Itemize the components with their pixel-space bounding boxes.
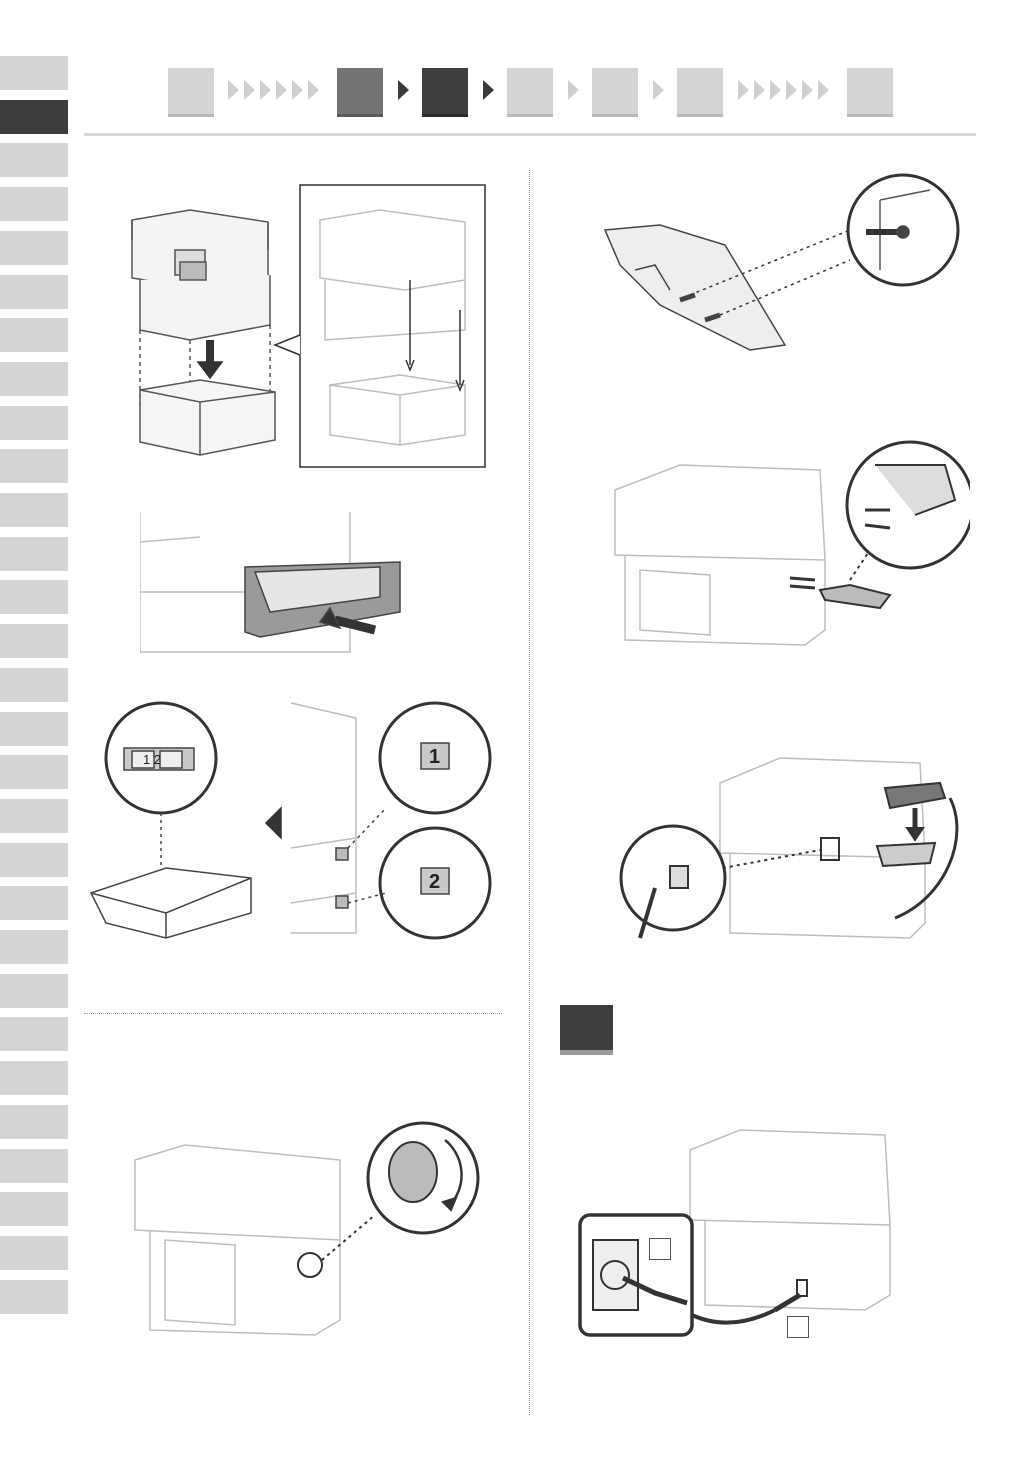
header-rule [84,133,976,136]
arrow-icon [818,80,829,100]
arrow-icon [653,80,664,100]
side-tab-20 [0,886,68,920]
progress-step-3 [422,68,468,117]
side-tab-3 [0,143,68,177]
side-tab-22 [0,974,68,1008]
side-tab-10 [0,449,68,483]
column-divider [529,170,530,1415]
arrow-icon [228,80,239,100]
progress-step-4 [507,68,553,117]
step-badge [560,1005,613,1055]
side-tab-4 [0,187,68,221]
progress-step-1 [168,68,214,117]
side-tab-26 [0,1149,68,1183]
progress-step-7 [847,68,893,117]
side-tab-25 [0,1105,68,1139]
arrow-icon [398,80,409,100]
side-tab-23 [0,1017,68,1051]
progress-arrows-6 [738,80,829,100]
side-tab-15 [0,668,68,702]
arrow-icon [754,80,765,100]
illustration-tray-stickers: 1 2 1 2 [86,698,501,943]
progress-arrows-2 [398,80,409,100]
side-tab-11 [0,493,68,527]
side-tab-7 [0,318,68,352]
illustration-insert-drawer [140,512,410,654]
side-tab-13 [0,580,68,614]
progress-arrows-5 [653,80,664,100]
tray-number-1: 1 [429,746,440,768]
side-tab-12 [0,537,68,571]
label-box-b [787,1316,809,1338]
arrow-icon [770,80,781,100]
side-tab-6 [0,275,68,309]
arrow-icon [786,80,797,100]
arrow-icon [738,80,749,100]
arrow-icon [244,80,255,100]
side-tab-5 [0,231,68,265]
label-box-a [649,1238,671,1260]
illustration-connect-power [575,1115,940,1345]
side-tab-9 [0,406,68,440]
side-tab-29 [0,1280,68,1314]
progress-step-6 [677,68,723,117]
progress-step-2 [337,68,383,117]
progress-arrows-3 [483,80,494,100]
arrow-icon [483,80,494,100]
illustration-install-feeder [120,180,490,472]
side-tab-21 [0,930,68,964]
tray-number-2: 2 [429,871,440,893]
section-divider [84,1013,502,1014]
illustration-remove-cap [125,1110,490,1340]
sticker-numbers: 1 2 [143,752,161,767]
side-tab-16 [0,712,68,746]
arrow-icon [802,80,813,100]
side-tab-17 [0,755,68,789]
side-tab-28 [0,1236,68,1270]
arrow-icon [276,80,287,100]
illustration-attach-holder [610,440,970,650]
progress-arrows-4 [568,80,579,100]
side-tab-18 [0,799,68,833]
arrow-icon [308,80,319,100]
side-tab-14 [0,624,68,658]
arrow-icon [260,80,271,100]
illustration-holder-screws [600,170,965,355]
progress-steps [0,68,1032,118]
progress-arrows-1 [228,80,319,100]
side-tab-27 [0,1192,68,1226]
arrow-icon [292,80,303,100]
illustration-connect-handset [615,738,970,948]
side-tab-24 [0,1061,68,1095]
side-tab-8 [0,362,68,396]
side-tab-19 [0,843,68,877]
progress-step-5 [592,68,638,117]
arrow-icon [568,80,579,100]
